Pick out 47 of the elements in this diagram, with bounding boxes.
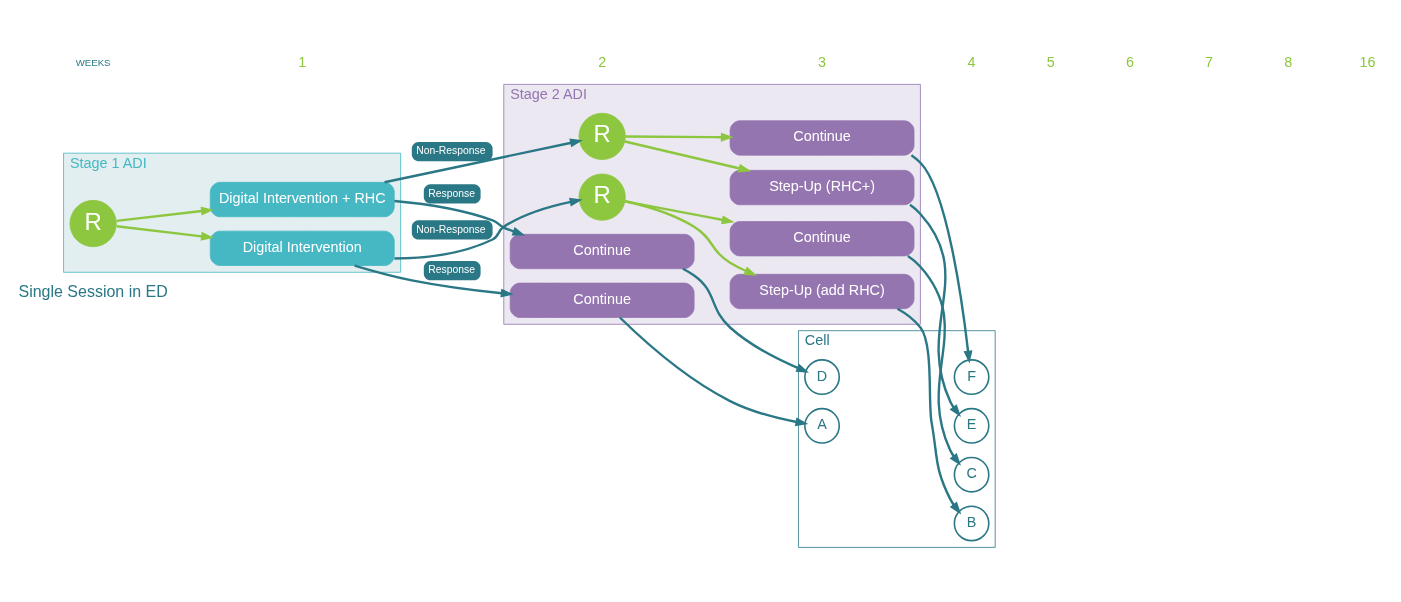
arrow	[394, 199, 526, 236]
arrow	[909, 203, 961, 417]
label: 8	[1284, 53, 1293, 70]
node-box: Digital Intervention	[209, 230, 395, 266]
node-box: Step-Up (RHC+)	[729, 169, 915, 205]
label: 2	[598, 53, 607, 70]
arrow	[116, 206, 214, 222]
node-box: Continue	[509, 233, 695, 269]
arrow	[354, 263, 514, 298]
arrow	[116, 224, 214, 241]
node-box: Step-Up (add RHC)	[729, 273, 915, 309]
node-box: Continue	[509, 282, 695, 318]
arrow	[624, 199, 735, 224]
arrow	[682, 267, 810, 373]
arrow	[619, 316, 809, 426]
node-circle: R	[69, 199, 117, 247]
edge-label: Response	[428, 187, 475, 199]
label: WEEKS	[75, 56, 111, 68]
arrow	[624, 199, 757, 276]
arrow	[896, 307, 962, 514]
arrow	[625, 132, 734, 142]
arrow	[907, 254, 961, 466]
label: 16	[1359, 53, 1376, 70]
node-circle: F	[953, 358, 990, 395]
node-box: Digital Intervention + RHC	[209, 181, 395, 217]
node-circle: A	[804, 407, 841, 444]
label: 1	[298, 53, 307, 70]
edge-label: Non-Response	[416, 144, 486, 156]
arrow	[624, 139, 752, 173]
node-circle: D	[804, 358, 841, 395]
node-box: Continue	[729, 220, 915, 256]
node-circle: R	[578, 112, 626, 160]
node-circle: E	[953, 407, 990, 444]
node-circle: B	[953, 504, 990, 541]
label: Single Session in ED	[18, 282, 168, 300]
node-box: Continue	[729, 119, 915, 156]
node-circle: R	[578, 173, 626, 221]
edge-label: Response	[428, 263, 475, 275]
label: 6	[1125, 53, 1134, 70]
label: 5	[1046, 53, 1055, 70]
label: 7	[1205, 53, 1214, 70]
arrow	[910, 153, 973, 364]
label: 4	[967, 53, 976, 70]
label: 3	[818, 53, 827, 70]
edge-label: Non-Response	[416, 223, 486, 235]
arrow	[394, 197, 583, 260]
node-circle: C	[953, 456, 990, 493]
